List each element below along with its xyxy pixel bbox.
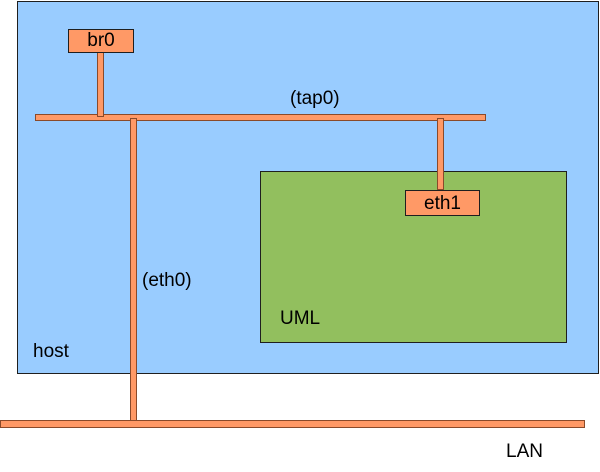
lan-label: LAN bbox=[506, 441, 543, 462]
host-label: host bbox=[33, 341, 69, 362]
eth0-link bbox=[130, 118, 137, 422]
eth0-label: (eth0) bbox=[142, 270, 192, 291]
tap0-bus bbox=[35, 114, 486, 121]
eth1-connector bbox=[437, 118, 444, 190]
br0-interface: br0 bbox=[68, 29, 134, 53]
lan-bus bbox=[0, 420, 585, 428]
uml-label: UML bbox=[280, 308, 321, 329]
br0-connector bbox=[97, 51, 104, 117]
eth1-interface: eth1 bbox=[405, 190, 480, 216]
tap0-label: (tap0) bbox=[290, 88, 340, 109]
